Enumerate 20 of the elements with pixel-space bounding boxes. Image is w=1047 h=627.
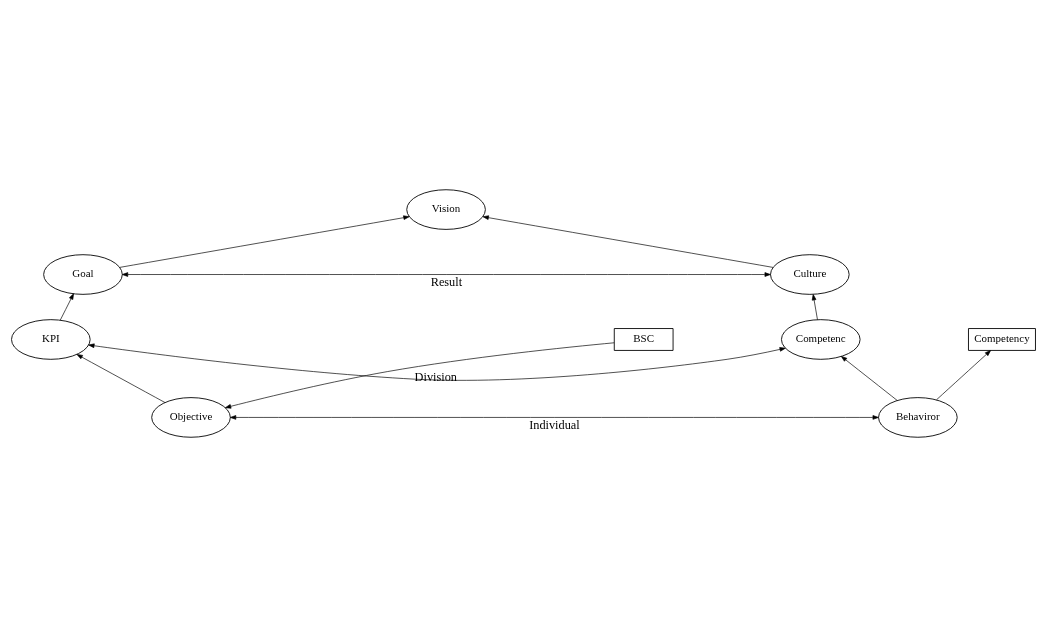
- arrow: [811, 294, 818, 321]
- node-box: Competency: [968, 328, 1036, 351]
- arrow: [841, 356, 898, 401]
- node-ellipse: Goal: [43, 254, 123, 295]
- node-ellipse: Culture: [770, 254, 850, 295]
- arrow: [76, 354, 166, 403]
- edge-label: Individual: [529, 418, 580, 433]
- node-ellipse: Vision: [406, 189, 486, 230]
- arrow: [230, 415, 879, 420]
- arrow: [88, 343, 786, 381]
- node-box: BSC: [613, 328, 674, 351]
- arrow: [225, 342, 615, 409]
- edge-label: Division: [414, 370, 457, 385]
- arrow: [482, 215, 774, 268]
- arrow: [936, 350, 991, 401]
- edge-label: Result: [430, 275, 463, 290]
- arrow: [119, 215, 410, 268]
- node-ellipse: Behaviror: [878, 397, 958, 438]
- arrow: [59, 293, 74, 321]
- arrow: [121, 272, 771, 277]
